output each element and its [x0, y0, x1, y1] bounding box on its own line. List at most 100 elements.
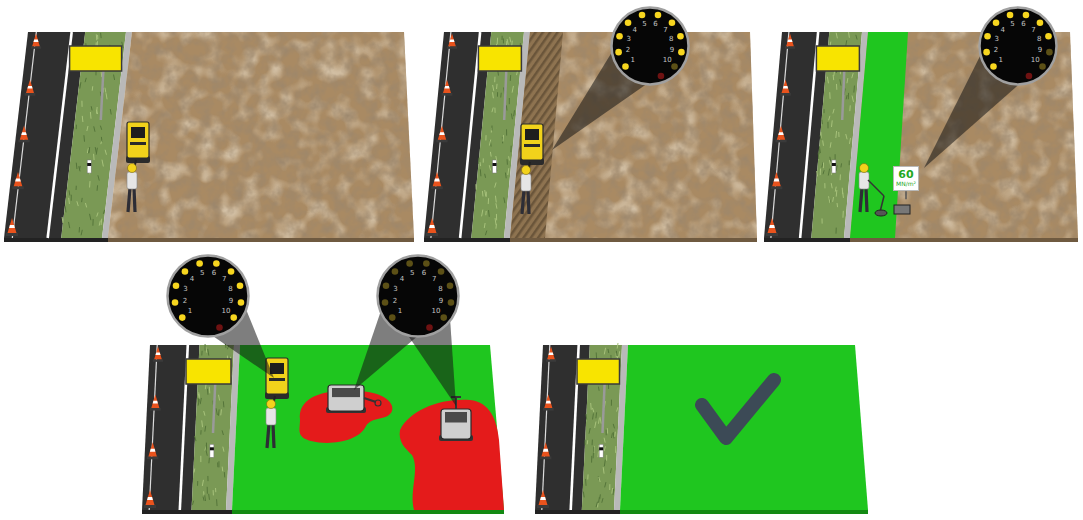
roller-stripe	[524, 144, 540, 147]
grass-blade	[198, 398, 200, 402]
grass-blade	[827, 77, 828, 84]
gauge-number: 4	[400, 275, 404, 282]
marker-post	[87, 160, 91, 173]
cone-band	[788, 40, 793, 43]
ground-slab	[620, 510, 868, 514]
gauge-lamp	[678, 49, 685, 56]
gauge-lamp	[622, 63, 629, 70]
gauge-lamp	[389, 314, 396, 321]
grass-blade	[495, 218, 497, 225]
grass-blade	[603, 467, 605, 474]
gauge-dial: 12345678910	[610, 6, 690, 86]
grass-blade	[201, 420, 203, 427]
roller-stripe	[130, 142, 146, 145]
grass-blade	[600, 417, 601, 424]
gauge-lamp	[615, 49, 622, 56]
cone-base	[144, 505, 156, 508]
grass-blade	[490, 140, 492, 146]
gauge-number: 4	[1000, 26, 1004, 33]
gauge-lamp	[1007, 12, 1014, 19]
sign-post	[101, 70, 104, 120]
grass-blade	[489, 165, 490, 170]
traffic-cone	[26, 80, 34, 93]
cone-base	[25, 93, 36, 96]
grass-blade	[503, 38, 504, 43]
grass-blade	[216, 408, 217, 415]
grass-blade	[102, 160, 103, 167]
grass-blade	[496, 214, 497, 220]
grass-blade	[114, 75, 115, 80]
grass-blade	[88, 147, 90, 153]
grass-blade	[209, 387, 210, 394]
grass-blade	[829, 160, 830, 165]
traffic-cone	[539, 490, 548, 505]
cone-band	[150, 449, 156, 452]
gauge-lamp	[237, 282, 244, 289]
grass-blade	[596, 502, 597, 507]
grass-blade	[611, 433, 613, 438]
grass-blade	[606, 455, 607, 461]
cone-band	[778, 132, 783, 135]
grass-blade	[607, 349, 609, 353]
grass-blade	[480, 169, 482, 176]
road-slab	[764, 238, 850, 242]
grass-blade	[100, 33, 102, 38]
gauge-lamp	[671, 63, 678, 70]
worker-helmet	[128, 164, 137, 173]
soil-texture-dark	[108, 32, 414, 238]
road-sign	[478, 46, 521, 71]
gauge-ring	[168, 256, 249, 337]
grass-blade	[820, 132, 821, 139]
grass-blade	[584, 440, 585, 445]
gauge-face	[166, 254, 250, 338]
grass-blade	[213, 490, 214, 495]
traffic-cone	[547, 347, 555, 360]
compactor-cable	[375, 400, 381, 406]
gauge-lamp	[440, 314, 447, 321]
gauge-number: 10	[663, 57, 672, 64]
gauge-number: 8	[669, 36, 673, 43]
grass-blade	[76, 125, 77, 130]
grass-blade	[604, 348, 605, 355]
grass-blade	[599, 477, 600, 482]
grass-blade	[201, 351, 202, 356]
grass-blade	[94, 126, 95, 131]
gauge-lamp	[669, 19, 676, 26]
gauge-lamp	[448, 299, 455, 306]
gauge-lamp	[990, 63, 997, 70]
gauge-number: 3	[626, 36, 630, 43]
cone-band	[450, 40, 455, 43]
approved-area	[620, 345, 868, 510]
grass-blade	[96, 107, 98, 114]
soil-area	[108, 32, 414, 238]
grass-blade	[483, 158, 484, 162]
gauge-number: 2	[994, 47, 998, 54]
traffic-cone	[428, 218, 437, 233]
gauge-number: 9	[229, 297, 233, 304]
cone-base	[431, 186, 443, 189]
soil-area	[510, 32, 757, 238]
gauge-number: 4	[632, 26, 636, 33]
grass-blade	[615, 446, 616, 453]
gauge-lamp	[238, 299, 245, 306]
traffic-cone	[438, 126, 446, 140]
worker-leg	[134, 188, 135, 212]
gauge-number: 1	[188, 308, 192, 315]
marker-band	[493, 163, 497, 166]
grass-blade	[833, 75, 835, 80]
grass-blade	[846, 95, 848, 99]
grass-blade	[849, 160, 850, 165]
grass-blade	[836, 33, 837, 39]
gauge-lamp	[993, 19, 1000, 26]
grass-blade	[504, 197, 505, 203]
worker-shirt	[266, 408, 276, 425]
gauge-lamp	[655, 12, 662, 19]
load-plate	[875, 210, 887, 216]
grass-blade	[592, 413, 594, 419]
traffic-cone	[154, 347, 162, 360]
grass-blade	[827, 122, 828, 128]
grass-blade	[849, 138, 850, 144]
cone-base	[31, 46, 41, 49]
road-sign	[186, 359, 231, 384]
